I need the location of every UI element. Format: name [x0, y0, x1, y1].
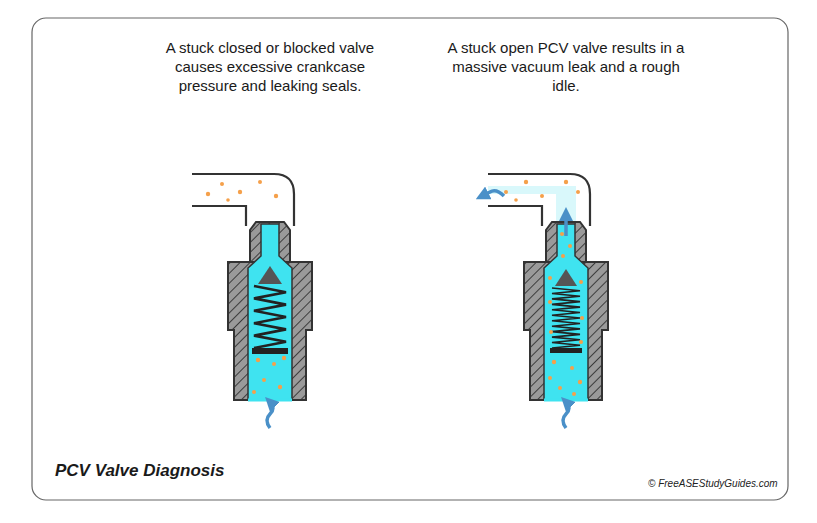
oil-particles — [274, 194, 278, 198]
card-border — [32, 18, 788, 500]
oil-particles — [578, 380, 582, 384]
oil-particles — [504, 190, 508, 194]
oil-particles — [548, 376, 552, 380]
valve-cone — [555, 269, 577, 286]
oil-particles — [568, 244, 572, 248]
valve-spring — [254, 286, 286, 348]
pcv-valve-closed — [192, 174, 312, 428]
spring-seat — [550, 348, 582, 353]
oil-particles — [564, 180, 568, 184]
oil-particles — [548, 300, 552, 304]
pcv-valve-open — [482, 174, 608, 428]
oil-particles — [561, 254, 565, 258]
oil-particles — [558, 386, 562, 390]
flow-arrow — [564, 214, 568, 236]
spring-coil — [254, 286, 286, 348]
flow-arrow — [267, 402, 273, 428]
oil-particles — [579, 280, 583, 284]
watermark: © FreeASEStudyGuides.com — [648, 478, 778, 489]
valve-cone — [258, 266, 282, 284]
caption-text: A stuck closed or blocked valve causes e… — [145, 38, 395, 95]
pcv-valve-open — [524, 222, 608, 400]
oil-particles — [262, 378, 266, 382]
spring-coil — [552, 288, 580, 348]
oil-particles — [258, 180, 262, 184]
flow-arrow — [563, 402, 569, 428]
oil-particles — [206, 180, 286, 394]
oil-particles — [282, 356, 286, 360]
caption-text: A stuck open PCV valve results in a mass… — [441, 38, 691, 95]
oil-particles — [256, 358, 260, 362]
pcv-valve-closed — [228, 222, 312, 400]
oil-particles — [272, 362, 276, 366]
oil-particles — [570, 366, 574, 370]
oil-particles — [220, 182, 224, 186]
flow-arrow — [482, 191, 504, 196]
oil-particles — [226, 198, 230, 202]
oil-particles — [549, 330, 553, 334]
pcv-valve-open — [488, 174, 590, 226]
diagram-title: PCV Valve Diagnosis — [55, 461, 224, 481]
oil-particles — [514, 198, 518, 202]
oil-particles — [278, 385, 282, 389]
oil-particles — [548, 276, 552, 280]
oil-particles — [552, 360, 556, 364]
oil-particles — [576, 190, 580, 194]
oil-particles — [252, 390, 256, 394]
spring-seat — [252, 348, 288, 354]
oil-particles — [524, 180, 528, 184]
oil-particles — [540, 194, 544, 198]
oil-particles — [206, 192, 210, 196]
valve-spring — [552, 288, 580, 348]
oil-particles — [560, 232, 564, 236]
pcv-valve-closed — [192, 174, 294, 226]
oil-particles — [504, 180, 584, 396]
oil-particles — [238, 190, 242, 194]
oil-particles — [572, 392, 576, 396]
oil-particles — [580, 316, 584, 320]
oil-particles — [579, 340, 583, 344]
